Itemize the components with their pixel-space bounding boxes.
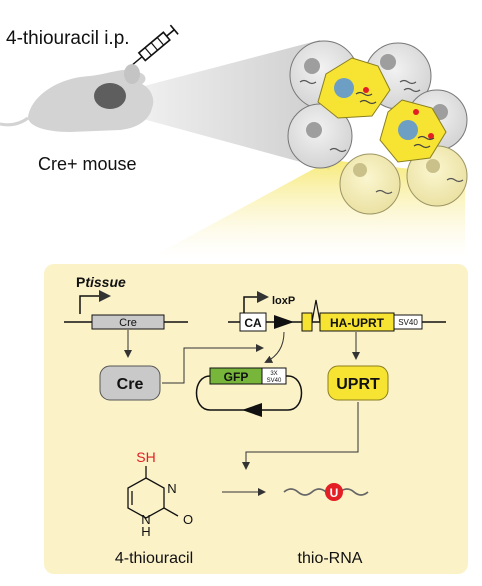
loxp-triangle [274, 315, 294, 329]
loop-loxp-triangle [242, 403, 262, 417]
promoter-arrow [79, 290, 111, 314]
cre-protein-label: Cre [117, 376, 144, 393]
ha-uprt-label: HA-UPRT [330, 316, 385, 330]
h-label: H [141, 524, 150, 539]
n-label: N [167, 481, 176, 496]
cell-cluster-icon [287, 40, 468, 215]
syringe-icon [129, 24, 179, 68]
cre-to-loxp-arrow [162, 344, 264, 384]
mouse-icon [0, 64, 154, 132]
o-label: O [183, 512, 193, 527]
thio-u-marker [325, 483, 343, 501]
gfp-tag-line2: SV40 [267, 378, 282, 384]
excision-arrow [264, 331, 285, 363]
n-label-2: N [141, 512, 150, 527]
promoter-label: Ptissue [76, 274, 126, 290]
uprt-to-reaction-arrow [242, 402, 359, 470]
ca-promoter-arrow [243, 291, 269, 314]
excised-loop [195, 375, 303, 411]
thiouracil-caption: 4-thiouracil [115, 550, 193, 567]
gfp-sv40-box [261, 367, 287, 385]
cre-gene-label: Cre [119, 317, 137, 329]
loxp-label: loxP [272, 295, 295, 307]
cre-gene-box [91, 314, 165, 330]
mechanism-panel [44, 264, 468, 574]
sv40-label: SV40 [398, 318, 418, 327]
injection-label: 4-thiouracil i.p. [6, 28, 130, 49]
ca-box [239, 312, 267, 332]
ca-label: CA [244, 316, 262, 330]
uprt-protein-label: UPRT [336, 376, 380, 393]
uprt-protein-box [327, 365, 389, 401]
thio-rna-caption: thio-RNA [298, 550, 363, 567]
thiouracil-structure: SH N N H O [127, 449, 193, 539]
cre-protein-box [99, 365, 161, 401]
mouse-label: Cre+ mouse [38, 154, 137, 174]
stop-box [301, 312, 313, 332]
gray-beam [110, 40, 330, 170]
sv40-box [393, 314, 423, 330]
sh-label: SH [136, 449, 155, 465]
gfp-tag-line1: 3X [270, 371, 277, 377]
u-label: U [330, 486, 339, 500]
gfp-label: GFP [224, 370, 249, 384]
